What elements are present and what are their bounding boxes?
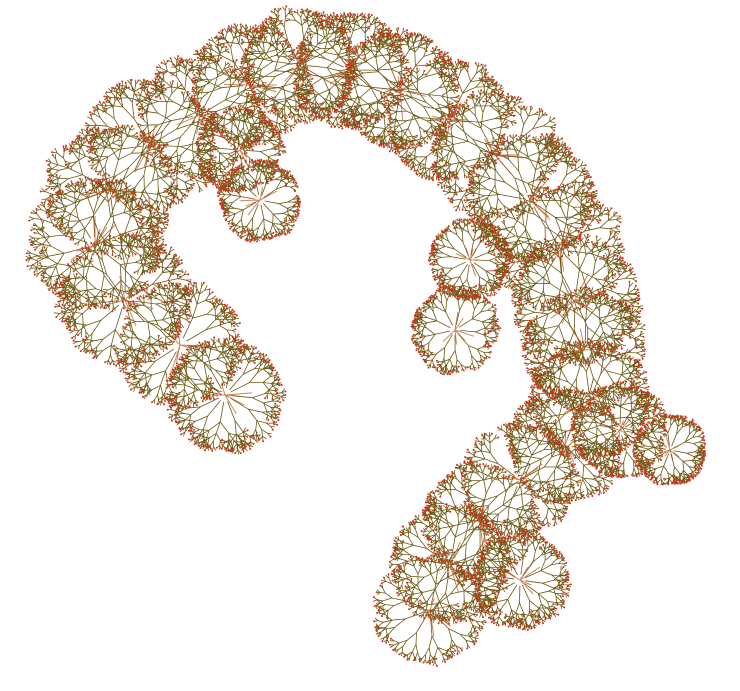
branch-paths [25, 5, 706, 667]
branch-layer [25, 5, 706, 667]
